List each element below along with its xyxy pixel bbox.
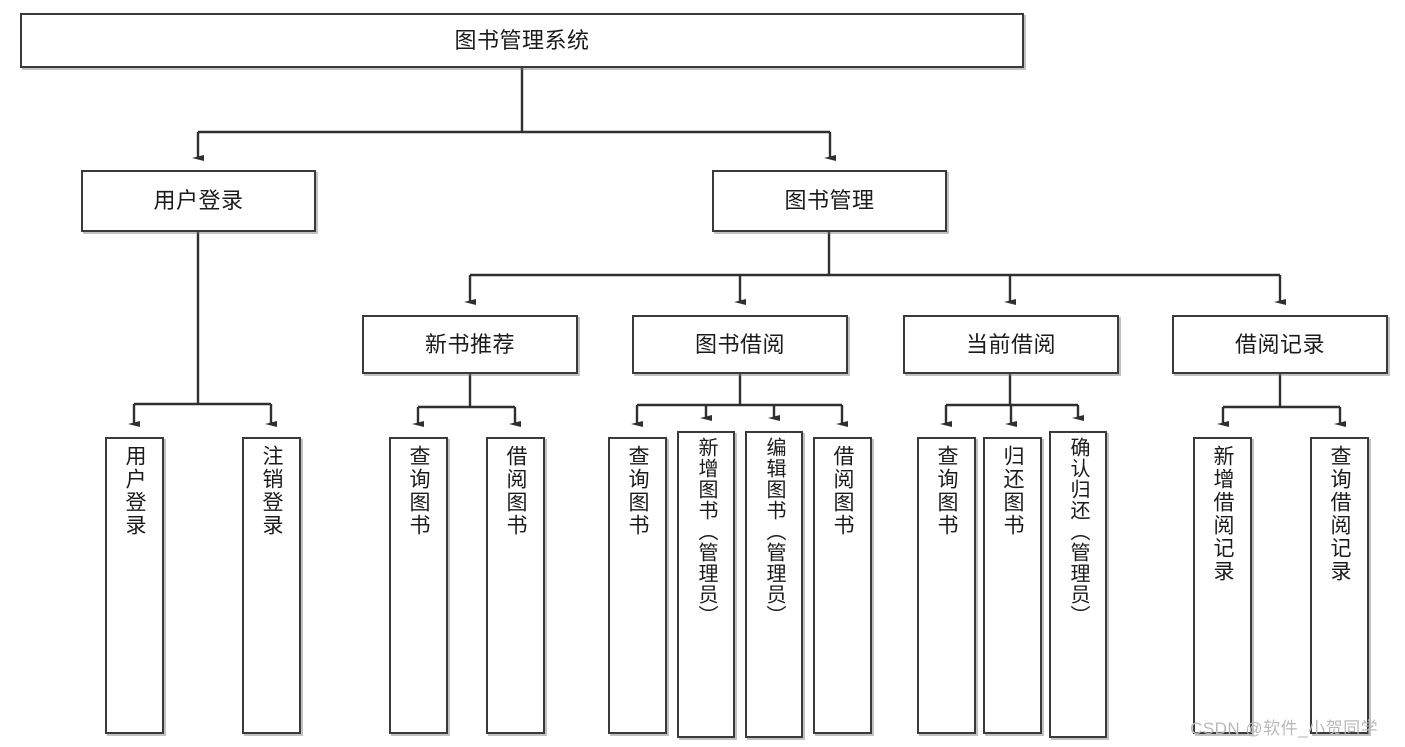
node-label: 归还图书 [1001, 445, 1024, 537]
node-label: 确认归还（管理员） [1067, 437, 1089, 626]
node-label: 新增图书（管理员） [695, 437, 717, 626]
node-label: 借阅图书 [831, 445, 854, 537]
leaf-add-book-admin[interactable]: 新增图书（管理员） [677, 431, 735, 738]
node-label: 图书管理 [784, 188, 875, 214]
node-label: 编辑图书（管理员） [763, 437, 785, 626]
node-book-management[interactable]: 图书管理 [712, 170, 947, 232]
node-label: 新增借阅记录 [1211, 445, 1234, 583]
leaf-edit-book-admin[interactable]: 编辑图书（管理员） [745, 431, 803, 738]
node-label: 查询图书 [626, 445, 649, 537]
node-label: 图书管理系统 [454, 27, 590, 53]
leaf-query-book-2[interactable]: 查询图书 [608, 437, 667, 734]
node-book-management-system[interactable]: 图书管理系统 [20, 13, 1024, 68]
node-label: 用户登录 [123, 445, 146, 537]
node-label: 图书借阅 [694, 331, 785, 357]
node-label: 查询借阅记录 [1328, 445, 1351, 583]
leaf-return-book[interactable]: 归还图书 [983, 437, 1042, 734]
leaf-user-login[interactable]: 用户登录 [105, 437, 164, 734]
node-label: 查询图书 [407, 445, 430, 537]
leaf-logout-login[interactable]: 注销登录 [242, 437, 301, 734]
node-label: 注销登录 [260, 445, 283, 537]
node-label: 用户登录 [153, 188, 244, 214]
node-current-borrow[interactable]: 当前借阅 [903, 315, 1119, 374]
node-borrow-record[interactable]: 借阅记录 [1172, 315, 1388, 374]
leaf-add-borrow-record[interactable]: 新增借阅记录 [1193, 437, 1252, 734]
csdn-watermark: CSDN @软件_小贺同学 [1190, 719, 1379, 738]
leaf-query-book-3[interactable]: 查询图书 [917, 437, 976, 734]
leaf-borrow-book-1[interactable]: 借阅图书 [486, 437, 545, 734]
leaf-query-borrow-record[interactable]: 查询借阅记录 [1310, 437, 1369, 734]
node-new-book-recommend[interactable]: 新书推荐 [362, 315, 578, 374]
node-label: 当前借阅 [965, 331, 1056, 357]
leaf-confirm-return-admin[interactable]: 确认归还（管理员） [1049, 431, 1107, 738]
node-label: 借阅图书 [504, 445, 527, 537]
node-label: 借阅记录 [1234, 331, 1325, 357]
leaf-query-book-1[interactable]: 查询图书 [389, 437, 448, 734]
node-user-login[interactable]: 用户登录 [81, 170, 316, 232]
node-label: 新书推荐 [424, 331, 515, 357]
node-label: 查询图书 [935, 445, 958, 537]
node-book-borrow[interactable]: 图书借阅 [632, 315, 848, 374]
leaf-borrow-book-2[interactable]: 借阅图书 [813, 437, 872, 734]
